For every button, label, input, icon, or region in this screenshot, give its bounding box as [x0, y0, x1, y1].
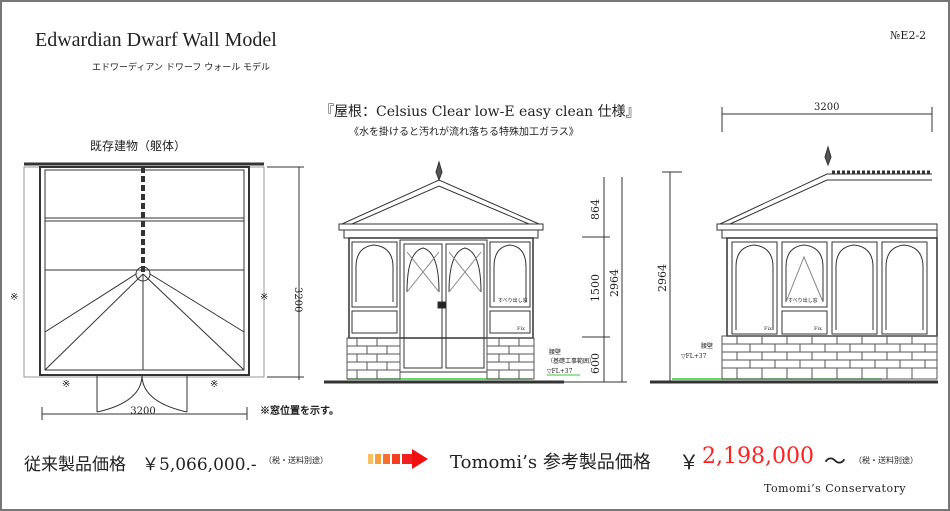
- side-width-dim: 3200: [814, 102, 839, 113]
- model-title: Edwardian Dwarf Wall Model: [35, 29, 277, 51]
- side-height-dim: 2964: [656, 264, 669, 292]
- dim-roof-height: 864: [589, 199, 602, 220]
- plan-label: 既存建物（躯体）: [90, 139, 187, 153]
- new-price-label: Tomomi’s 参考製品価格: [450, 452, 651, 473]
- tax-note: （税・送料別途）: [854, 456, 918, 465]
- fix-label: Fix: [814, 326, 822, 332]
- plan-depth-dim: 3200: [292, 287, 303, 312]
- floor-level-label: ▽FL+37: [681, 353, 707, 360]
- window-marker: ※: [62, 379, 70, 390]
- price-tilde: 〜: [824, 450, 847, 475]
- dwarf-wall-label: 腰壁: [701, 342, 713, 350]
- old-price-label: 従来製品価格: [24, 455, 126, 475]
- dim-wall-height: 600: [589, 353, 602, 374]
- document-number: №E2-2: [890, 29, 927, 42]
- window-type-label: すべり出し窓: [788, 297, 818, 304]
- fix-label: Fix: [517, 326, 525, 332]
- model-title-kana: エドワーディアン ドワーフ ウォール モデル: [92, 63, 271, 73]
- dim-total-height: 2964: [608, 269, 621, 297]
- front-elevation: すべり出し窓 Fix 864 1500 600 2964 腰壁 （基礎工事範囲）…: [324, 160, 627, 384]
- plan-width-dim: 3200: [130, 406, 155, 417]
- plan-view: 3200 3200 ※ ※ ※ ※: [10, 162, 304, 420]
- dim-window-height: 1500: [589, 274, 602, 302]
- new-price: 2,198,000: [702, 444, 814, 469]
- window-type-label: すべり出し窓: [498, 297, 528, 304]
- tax-note: （税・送料別途）: [264, 456, 328, 465]
- brand-name: Tomomi’s Conservatory: [764, 482, 907, 495]
- window-position-note: ※窓位置を示す。: [260, 406, 339, 417]
- arrow-icon: [368, 449, 428, 469]
- fix-label: Fix: [764, 326, 772, 332]
- side-elevation: 3200 2964 すべり出し窓 Fix Fix 腰壁 ▽FL+37: [650, 102, 938, 384]
- roof-spec: 『屋根：Celsius Clear low-E easy clean 仕様』: [320, 104, 640, 120]
- old-price: ￥5,066,000.-: [142, 455, 257, 475]
- window-marker: ※: [210, 379, 218, 390]
- yen-sign: ￥: [679, 450, 699, 474]
- foundation-label: （基礎工事範囲）: [547, 357, 595, 365]
- floor-level-label: ▽FL+37: [547, 368, 573, 375]
- window-marker: ※: [260, 292, 268, 303]
- window-marker: ※: [10, 292, 18, 303]
- dwarf-wall-label: 腰壁: [549, 348, 561, 356]
- glass-spec: 《水を掛けると汚れが流れ落ちる特殊加工ガラス》: [349, 127, 579, 138]
